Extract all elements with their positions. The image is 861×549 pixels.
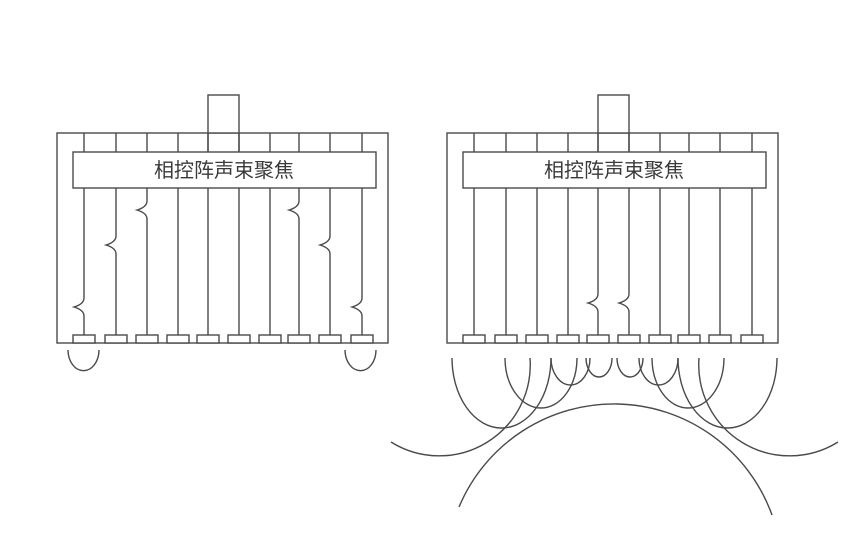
left-probe-label: 相控阵声束聚焦 bbox=[154, 158, 294, 182]
element-wire bbox=[616, 188, 630, 335]
element-wire bbox=[134, 188, 148, 335]
right-probe-label: 相控阵声束聚焦 bbox=[544, 158, 684, 182]
wavelet bbox=[344, 349, 377, 372]
element-wire bbox=[317, 188, 331, 335]
transducer-element bbox=[287, 334, 311, 344]
transducer-element bbox=[677, 334, 701, 344]
transducer-element bbox=[135, 334, 159, 344]
transducer-element bbox=[318, 334, 342, 344]
element-wire bbox=[286, 188, 300, 335]
transducer-element bbox=[648, 334, 672, 344]
element-wire bbox=[103, 188, 117, 335]
connector bbox=[597, 94, 630, 134]
wavelet bbox=[616, 357, 644, 378]
wavelet bbox=[677, 357, 778, 429]
transducer-element bbox=[586, 334, 610, 344]
wavelet bbox=[451, 357, 552, 429]
wavelet bbox=[585, 357, 613, 378]
transducer-element bbox=[740, 334, 764, 344]
transducer-element bbox=[196, 334, 220, 344]
transducer-element bbox=[494, 334, 518, 344]
focused-wavefront bbox=[458, 403, 773, 516]
wavelet bbox=[504, 357, 578, 409]
focus-control-bar bbox=[462, 151, 767, 189]
transducer-element bbox=[104, 334, 128, 344]
wavelet bbox=[550, 357, 591, 386]
left-probe-diagram bbox=[56, 94, 389, 372]
transducer-element bbox=[617, 334, 641, 344]
transducer-element bbox=[350, 334, 374, 344]
transducer-element bbox=[525, 334, 549, 344]
wavelet-outer bbox=[698, 357, 839, 457]
transducer-element bbox=[708, 334, 732, 344]
wavelet bbox=[67, 349, 100, 372]
right-probe-diagram bbox=[446, 94, 779, 344]
transducer-element bbox=[227, 334, 251, 344]
transducer-element bbox=[72, 334, 96, 344]
wavelet bbox=[638, 357, 679, 386]
element-wire bbox=[349, 188, 363, 335]
transducer-element bbox=[462, 334, 486, 344]
element-wire bbox=[585, 188, 599, 335]
connector bbox=[207, 94, 240, 134]
transducer-element bbox=[166, 334, 190, 344]
wavelet-outer bbox=[390, 357, 531, 457]
wavelet bbox=[651, 357, 725, 409]
focus-control-bar bbox=[72, 151, 377, 189]
element-wire bbox=[71, 188, 85, 335]
transducer-element bbox=[258, 334, 282, 344]
wavefronts bbox=[390, 357, 839, 516]
transducer-element bbox=[556, 334, 580, 344]
